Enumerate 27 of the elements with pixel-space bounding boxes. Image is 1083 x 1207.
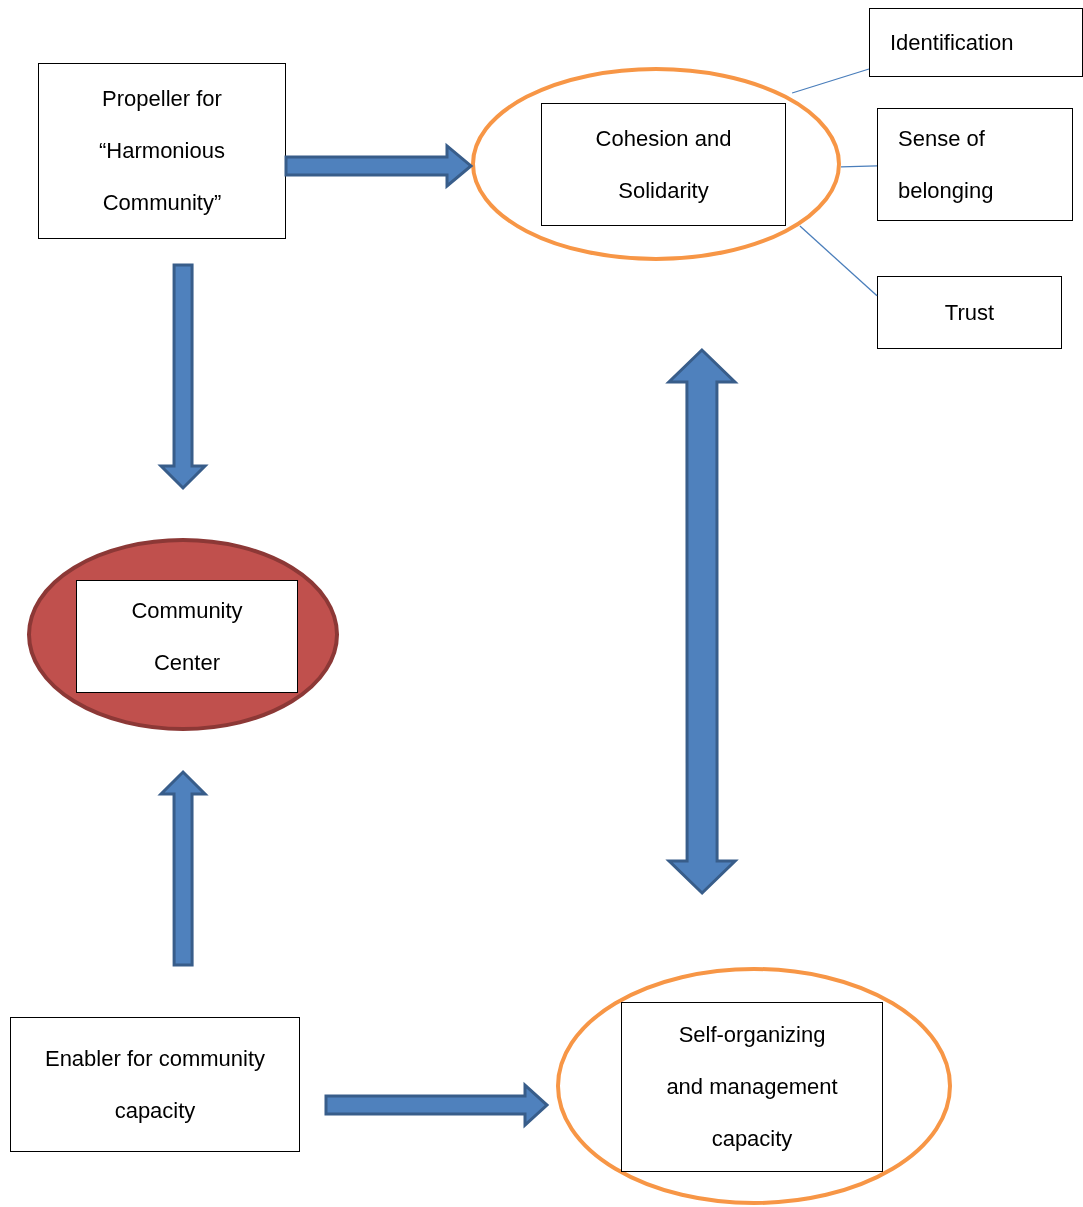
node-text: Cohesion and Solidarity (594, 124, 733, 205)
text-box (38, 63, 286, 239)
text-box (869, 8, 1083, 77)
node-text: Enabler for community capacity (43, 1044, 267, 1125)
text-box (621, 1002, 883, 1172)
node-text: Trust (944, 298, 995, 327)
connector-line (840, 165, 878, 168)
node-text: Sense of belonging (898, 124, 995, 205)
ellipse (27, 538, 339, 731)
text-box (877, 108, 1073, 221)
connector-line (799, 225, 878, 297)
node-text: Community Center (130, 596, 244, 677)
block-arrow (665, 347, 739, 896)
block-arrow (157, 263, 209, 491)
ellipse (471, 67, 841, 261)
text-box (877, 276, 1062, 349)
node-text: Identification (890, 28, 1014, 57)
text-box (10, 1017, 300, 1152)
node-text: Propeller for “Harmonious Community” (98, 85, 226, 217)
node-text: Self-organizing and management capacity (665, 1021, 839, 1153)
block-arrow (157, 769, 209, 967)
ellipse (556, 967, 952, 1205)
block-arrow (284, 142, 474, 190)
block-arrow (324, 1081, 550, 1129)
text-box (541, 103, 786, 226)
connector-line (791, 68, 870, 94)
text-box (76, 580, 298, 693)
